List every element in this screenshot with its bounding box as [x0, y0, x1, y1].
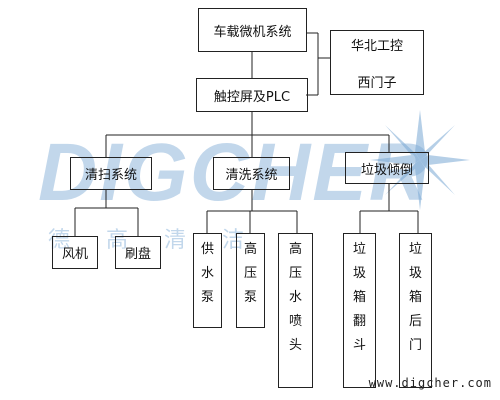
water-pump-label-char: 水 — [200, 266, 214, 281]
wash-system-node: 清洗系统 — [213, 157, 290, 190]
fan-label: 风机 — [61, 247, 88, 262]
plc-node: 触控屏及PLC — [196, 78, 308, 112]
hp-nozzle-label-char: 压 — [288, 266, 302, 281]
bin-tipper-label-char: 斗 — [352, 338, 366, 353]
bin-tipper-label-char: 翻 — [352, 314, 366, 329]
side-node: 华北工控 西门子 — [330, 30, 424, 95]
hp-nozzle-label-char: 水 — [288, 290, 302, 305]
bin-tipper-label-char: 垃 — [352, 242, 366, 257]
plc-node-label: 触控屏及PLC — [213, 89, 291, 105]
watermark-logo: DIGCHER — [38, 127, 431, 218]
bin-rear-door-node: 垃 圾 箱 后 门 — [399, 233, 432, 388]
bin-rear-door-label-char: 圾 — [408, 266, 422, 281]
hp-pump-label-char: 泵 — [243, 290, 257, 305]
water-pump-label-char: 供 — [200, 242, 214, 257]
dump-system-node: 垃圾倾倒 — [345, 152, 429, 184]
bin-rear-door-label-char: 后 — [408, 314, 422, 329]
sweep-system-label: 清扫系统 — [84, 168, 137, 183]
bin-tipper-label-char: 箱 — [352, 290, 366, 305]
side-node-label-1: 华北工控 — [350, 38, 403, 54]
hp-nozzle-node: 高 压 水 喷 头 — [278, 233, 313, 388]
water-pump-label-char: 泵 — [200, 290, 214, 305]
bin-tipper-node: 垃 圾 箱 翻 斗 — [343, 233, 376, 388]
brush-disc-label: 刷盘 — [124, 247, 151, 262]
water-pump-node: 供 水 泵 — [193, 233, 222, 328]
hp-nozzle-label-char: 高 — [288, 242, 302, 257]
watermark-subtitle: 德高清洁 — [48, 228, 281, 253]
hp-nozzle-label-char: 喷 — [288, 314, 302, 329]
hp-pump-node: 高 压 泵 — [236, 233, 265, 328]
dump-system-label: 垃圾倾倒 — [360, 162, 413, 178]
hp-pump-label-char: 高 — [243, 242, 257, 257]
bin-rear-door-label-char: 门 — [408, 338, 422, 353]
sweep-system-node: 清扫系统 — [70, 157, 152, 190]
side-node-label-2: 西门子 — [357, 75, 397, 91]
hp-nozzle-label-char: 头 — [288, 338, 302, 353]
bin-tipper-label-char: 圾 — [352, 266, 366, 281]
bin-rear-door-label-char: 箱 — [408, 290, 422, 305]
bin-rear-door-label-char: 垃 — [408, 242, 422, 257]
wash-system-label: 清洗系统 — [225, 168, 278, 183]
brush-disc-node: 刷盘 — [115, 236, 161, 269]
fan-node: 风机 — [52, 236, 98, 269]
root-node-label: 车载微机系统 — [213, 24, 292, 40]
hp-pump-label-char: 压 — [243, 266, 257, 281]
root-node: 车载微机系统 — [198, 8, 307, 52]
